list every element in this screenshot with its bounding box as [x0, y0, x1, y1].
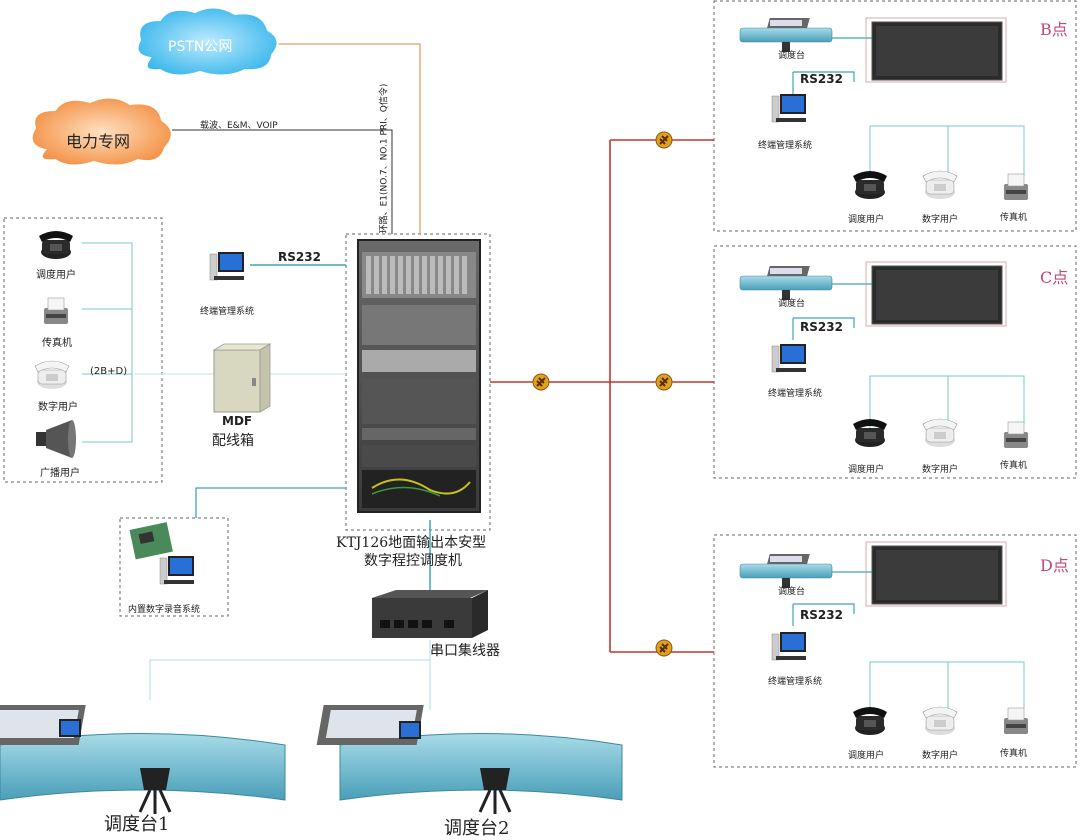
site-b-user-fax: 传真机 — [1000, 213, 1028, 223]
site-c-terminal: 终端管理系统 — [768, 389, 823, 399]
pstn-link-label: 环路、E1(NO.7、NO.1 PRI、Q信令) — [379, 83, 390, 234]
site-b-user-digital: 数字用户 — [922, 215, 959, 225]
left-bracket — [82, 242, 133, 443]
pstn-line — [276, 43, 421, 234]
site-c-user-dispatch: 调度用户 — [848, 465, 885, 475]
terminal-pc-icon — [209, 251, 245, 281]
fax-icon — [43, 297, 69, 325]
mdf-label: MDF — [222, 414, 253, 428]
recorder-label: 内置数字录音系统 — [128, 605, 201, 615]
power-line — [168, 129, 393, 234]
site-c-box — [713, 245, 1077, 479]
site-c-rs232: RS232 — [800, 320, 843, 334]
left-item-dispatch: 调度用户 — [36, 270, 76, 281]
rs232-label: RS232 — [278, 250, 321, 264]
mdf-cabinet-icon — [212, 343, 272, 413]
site-b-box — [713, 0, 1077, 232]
main-switch-box — [345, 233, 491, 531]
site-d-user-dispatch: 调度用户 — [848, 751, 885, 761]
power-link-label: 载波、E&M、VOIP — [200, 121, 278, 131]
site-d-user-fax: 传真机 — [1000, 749, 1028, 759]
site-d-user-digital: 数字用户 — [922, 751, 959, 761]
digital-user-phone-icon — [34, 360, 70, 390]
trunk-lines — [490, 139, 714, 653]
site-b-devices — [739, 17, 1029, 201]
recorder-board-icon — [129, 522, 173, 560]
terminal-mgmt-label: 终端管理系统 — [200, 307, 255, 317]
trunk-icon-b — [655, 131, 673, 149]
recorder-pc-icon — [159, 555, 195, 585]
site-b-title: B点 — [1040, 20, 1068, 39]
trunk-icon-d — [655, 639, 673, 657]
site-d-box — [713, 534, 1077, 768]
hub-label: 串口集线器 — [430, 643, 500, 659]
left-user-group-box — [3, 217, 163, 483]
power-cloud-icon — [30, 96, 173, 167]
serial-hub-icon — [372, 590, 488, 638]
site-b-user-dispatch: 调度用户 — [848, 215, 885, 225]
trunk-icon-main — [532, 373, 550, 391]
site-c-devices — [739, 261, 1029, 449]
site-c-user-digital: 数字用户 — [922, 465, 959, 475]
dispatch-user-phone-icon — [39, 231, 73, 259]
pstn-cloud-icon — [136, 6, 279, 77]
left-item-digital: 数字用户 — [38, 402, 78, 413]
pstn-cloud-label: PSTN公网 — [168, 39, 233, 55]
site-d-rs232: RS232 — [800, 608, 843, 622]
console-1-label: 调度台1 — [104, 814, 170, 835]
power-cloud-label: 电力专网 — [66, 132, 131, 151]
site-d-console: 调度台 — [778, 587, 806, 597]
site-c-console: 调度台 — [778, 299, 806, 309]
trunk-icon-c — [655, 373, 673, 391]
console-2-desk — [316, 705, 623, 814]
site-d-terminal: 终端管理系统 — [768, 677, 823, 687]
isdn-label: (2B+D) — [90, 366, 128, 377]
main-rack — [357, 239, 481, 513]
recorder-box — [119, 517, 229, 617]
console-lines — [149, 640, 431, 710]
site-d-title: D点 — [1040, 556, 1069, 575]
console-1-desk — [0, 705, 286, 814]
switch-name-line2: 数字程控调度机 — [364, 553, 462, 569]
mdf-box-label: 配线箱 — [212, 433, 254, 449]
site-c-title: C点 — [1040, 268, 1069, 287]
site-b-rs232: RS232 — [800, 72, 843, 86]
broadcast-speaker-icon — [36, 420, 76, 458]
switch-name-line1: KTJ126地面输出本安型 — [336, 535, 487, 551]
left-item-fax: 传真机 — [42, 338, 72, 349]
site-b-console: 调度台 — [778, 51, 806, 61]
recorder-line — [195, 487, 346, 518]
console-2-label: 调度台2 — [444, 818, 510, 839]
left-item-broadcast: 广播用户 — [40, 468, 80, 479]
site-b-terminal: 终端管理系统 — [758, 141, 813, 151]
site-d-devices — [739, 541, 1029, 736]
site-c-user-fax: 传真机 — [1000, 461, 1028, 471]
